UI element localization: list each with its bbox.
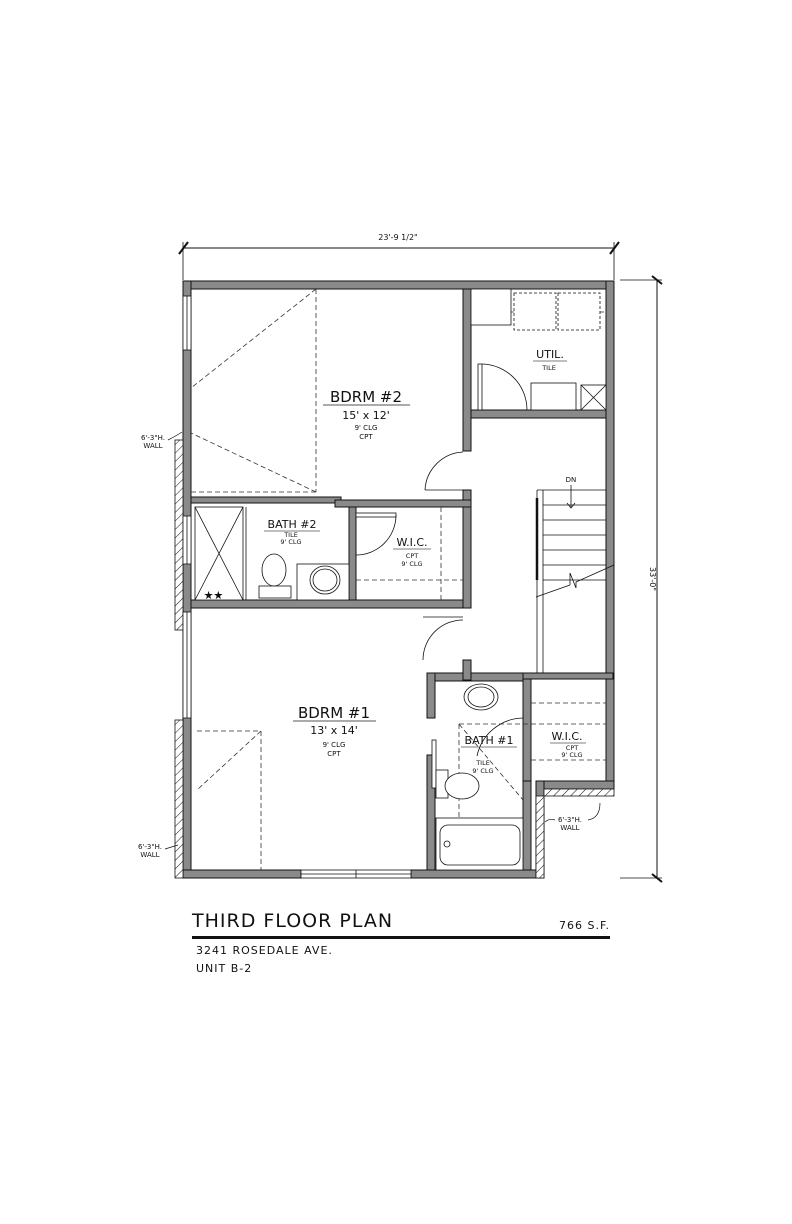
low-wall-right-side [535, 795, 545, 879]
svg-text:WALL: WALL [560, 824, 579, 832]
label-bdrm2: BDRM #2 15' x 12' 9' CLG CPT [323, 388, 410, 441]
svg-text:BATH #1: BATH #1 [465, 734, 514, 747]
dimension-depth [620, 275, 663, 883]
low-wall-right-top [543, 788, 615, 797]
svg-text:9' CLG: 9' CLG [355, 424, 378, 432]
bath2-fixtures: ★ ★ [194, 506, 350, 601]
svg-text:TILE: TILE [541, 364, 556, 372]
unit: UNIT B-2 [196, 962, 253, 975]
svg-text:W.I.C.: W.I.C. [396, 536, 427, 549]
label-bdrm1: BDRM #1 13' x 14' 9' CLG CPT [293, 704, 376, 758]
title-rule [192, 936, 610, 939]
doors [355, 363, 528, 789]
svg-text:WALL: WALL [143, 442, 162, 450]
stair-direction-label: DN [566, 476, 577, 484]
svg-text:9' CLG: 9' CLG [323, 741, 346, 749]
svg-text:15' x 12': 15' x 12' [342, 409, 390, 422]
bath1-fixtures [435, 683, 524, 871]
dimension-width [178, 241, 620, 280]
utility-fixtures [470, 288, 607, 411]
toilet-icon [261, 553, 287, 587]
svg-text:BDRM #1: BDRM #1 [298, 704, 370, 722]
dimension-width-label: 23'-9 1/2" [378, 233, 417, 242]
svg-text:6'-3"H.: 6'-3"H. [141, 434, 165, 442]
windows [182, 295, 412, 879]
toilet-icon [444, 772, 480, 800]
svg-text:CPT: CPT [359, 433, 373, 441]
note-wall-lower-left: 6'-3"H. WALL [138, 843, 179, 859]
svg-text:UTIL.: UTIL. [536, 348, 564, 361]
svg-text:W.I.C.: W.I.C. [551, 730, 582, 743]
label-bath2: BATH #2 TILE 9' CLG [264, 518, 320, 546]
label-wic-upper: W.I.C. CPT 9' CLG [393, 536, 431, 568]
low-wall-lower-left [174, 719, 184, 879]
note-wall-lower-right: 6'-3"H. WALL [544, 802, 601, 832]
svg-text:13' x 14': 13' x 14' [310, 724, 358, 737]
svg-text:CPT: CPT [406, 552, 418, 560]
stair [535, 485, 615, 673]
note-wall-upper-left: 6'-3"H. WALL [141, 431, 183, 450]
svg-text:★ ★: ★ ★ [205, 591, 222, 600]
svg-text:6'-3"H.: 6'-3"H. [138, 843, 162, 851]
svg-text:9' CLG: 9' CLG [280, 538, 301, 546]
svg-text:9' CLG: 9' CLG [561, 751, 582, 759]
low-wall-upper-left [174, 439, 184, 631]
svg-text:9' CLG: 9' CLG [401, 560, 422, 568]
label-bath1: BATH #1 TILE 9' CLG [461, 734, 517, 775]
svg-text:WALL: WALL [140, 851, 159, 859]
address: 3241 ROSEDALE AVE. [196, 944, 333, 957]
svg-text:6'-3"H.: 6'-3"H. [558, 816, 582, 824]
label-util: UTIL. TILE [533, 348, 567, 372]
svg-text:BDRM #2: BDRM #2 [330, 388, 402, 406]
svg-text:CPT: CPT [327, 750, 341, 758]
svg-text:CPT: CPT [566, 744, 578, 752]
svg-text:9' CLG: 9' CLG [472, 767, 493, 775]
svg-text:TILE: TILE [283, 531, 298, 539]
svg-text:BATH #2: BATH #2 [268, 518, 317, 531]
plan-title: THIRD FLOOR PLAN [192, 910, 394, 932]
dimension-depth-label: 33'-0" [648, 567, 657, 591]
label-wic-lower: W.I.C. CPT 9' CLG [550, 730, 586, 759]
plan-area: 766 S.F. [558, 919, 610, 932]
svg-text:TILE: TILE [475, 759, 490, 767]
